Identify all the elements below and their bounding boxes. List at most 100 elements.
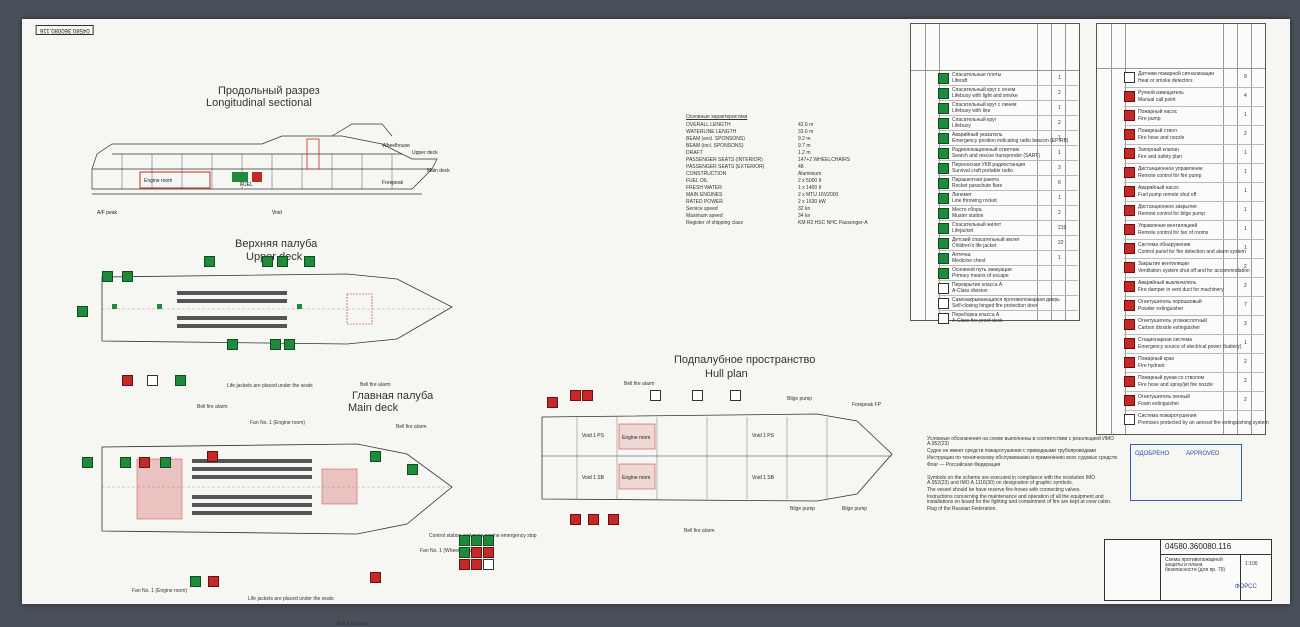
hull-bilge-pump-3: Bilge pump (842, 506, 868, 512)
hull-void-ps: Void 1 PS (582, 433, 605, 439)
note-ru-1: Условные обозначения на схеме выполнены … (927, 436, 1114, 447)
sart-icon (483, 535, 494, 546)
lifejacket-icon (262, 256, 273, 267)
hull-bilge-pump-1: Bilge pump (787, 396, 813, 402)
life-jackets-note-main: Life jackets are placed under the seats (248, 596, 334, 602)
hull-plan-title-ru: Подпалубное пространство (674, 354, 816, 366)
hull-plan-drawing: Void 1 PS Engine room Void 1 PS Void 1 S… (541, 413, 893, 502)
longitudinal-title-ru: Продольный разрез (218, 85, 320, 97)
muster-station-icon (284, 339, 295, 350)
lifejacket-icon (190, 576, 201, 587)
lifebuoy-icon (227, 339, 238, 350)
upper-deck-label: Upper deck (412, 150, 438, 156)
flare-icon (471, 547, 482, 558)
void-label: Void (272, 210, 282, 216)
hull-void-ps-2: Void 1 PS (752, 433, 775, 439)
hull-engine-room-ps: Engine room (622, 435, 650, 441)
note-ru-3: Инструкции по техническому обслуживанию … (927, 455, 1117, 461)
manual-call-point-icon (207, 451, 218, 462)
bell-fire-alarm-upper: Bell fire alarm (360, 382, 391, 388)
liferaft-icon (459, 535, 470, 546)
fire-alarm-icon (483, 559, 494, 570)
main-deck-drawing (101, 443, 453, 535)
liferaft-icon (102, 271, 113, 282)
fan-wheelhouse-label: Fan No. 1 (Wheelhouse) (420, 548, 475, 554)
hull-plan-title-en: Hull plan (705, 368, 748, 380)
fire-alarm-icon (570, 390, 581, 401)
note-en-4: Flag of the Russian Federation. (927, 506, 997, 512)
epirb-icon (471, 535, 482, 546)
title-block-number: 04580.360080.116 (1165, 542, 1232, 551)
wheelhouse-label: Wheelhouse (382, 143, 410, 149)
detector-icon (692, 390, 703, 401)
note-en-1: Symbols on the scheme are executed in co… (927, 475, 1096, 486)
fire-extinguisher-icon (570, 514, 581, 525)
fire-hose-icon (139, 457, 150, 468)
particulars-title: Основные характеристики (686, 114, 748, 120)
upper-deck-title-en: Upper deck (246, 251, 303, 263)
rocket-icon (483, 547, 494, 558)
title-block-title: Схема противопожарной защиты и плана без… (1165, 557, 1226, 573)
main-deck-title-ru: Главная палуба (352, 390, 434, 402)
muster-station-icon (304, 256, 315, 267)
fire-extinguisher-icon (547, 397, 558, 408)
fire-alarm-icon (147, 375, 158, 386)
title-block: 04580.360080.116 Схема противопожарной з… (1104, 539, 1272, 601)
muster-station-icon (160, 457, 171, 468)
lifejacket-icon (407, 464, 418, 475)
longitudinal-section-drawing: Engine room FUEL Wheelhouse Upper deck M… (91, 123, 450, 216)
hull-void-sb-2: Void 1 SB (752, 475, 775, 481)
forepeak-label: Forepeak (382, 180, 404, 186)
note-ru-4: Флаг — Российская Федерация (927, 462, 1001, 468)
engine-room-label: Engine room (144, 178, 172, 184)
manual-call-point-icon (608, 514, 619, 525)
fire-extinguisher-icon (122, 375, 133, 386)
afterpeak-label: A/F peak (97, 210, 118, 216)
fire-hose-icon (370, 572, 381, 583)
fire-extinguisher-icon (588, 514, 599, 525)
drawing-sheet: 04580.360080.116 Продольный разрез Longi… (22, 19, 1290, 627)
hull-engine-room-sb: Engine room (622, 475, 650, 481)
lifebuoy-icon (370, 451, 381, 462)
doc-number-tag: 04580.360080.116 (36, 25, 94, 35)
lifejacket-icon (175, 375, 186, 386)
lifejacket-icon (270, 339, 281, 350)
control-station-label: Control station and main engine emergenc… (429, 533, 537, 539)
fire-extinguisher-icon (471, 559, 482, 570)
note-en-2: The vessel should be have reserve fire-h… (927, 487, 1081, 493)
fan-engine-room-label-2: Fan No. 1 (Engine room) (132, 588, 188, 594)
bell-fire-alarm-main-2: Bell fire alarm (396, 424, 427, 430)
lifebuoy-icon (122, 271, 133, 282)
notes-block: Условные обозначения на схеме выполнены … (927, 437, 1117, 512)
title-block-company: ФОРСС (1235, 584, 1257, 590)
hull-forepeak: Forepeak FP (852, 402, 881, 408)
lifejacket-icon (120, 457, 131, 468)
detector-icon (730, 390, 741, 401)
fire-extinguisher-icon (459, 559, 470, 570)
upper-deck-drawing (101, 273, 453, 345)
liferaft-icon (77, 306, 88, 317)
note-ru-2: Судно не имеет средств пожаротушения с п… (927, 448, 1097, 454)
main-deck-label: Main deck (427, 168, 450, 174)
muster-station-icon (204, 256, 215, 267)
hull-bilge-pump-2: Bilge pump (790, 506, 816, 512)
radio-icon (459, 547, 470, 558)
approval-stamp: ОДОБРЕНО APPROVED (1130, 444, 1242, 501)
lifebuoy-icon (82, 457, 93, 468)
title-block-scale: 1:100 (1245, 561, 1258, 567)
hull-bell-fire-alarm: Bell fire alarm (624, 381, 655, 387)
fan-engine-room-label: Fan No. 1 (Engine room) (250, 420, 306, 426)
fuel-label: FUEL (240, 182, 253, 188)
bell-fire-alarm-bottom: Bell fire alarm (337, 621, 368, 627)
life-jackets-note-upper: Life jackets are placed under the seats (227, 383, 313, 389)
main-deck-title-en: Main deck (348, 402, 399, 414)
detector-icon (650, 390, 661, 401)
hull-bell-fire-alarm-2: Bell fire alarm (684, 528, 715, 534)
fire-alarm-icon (582, 390, 593, 401)
upper-deck-title-ru: Верхняя палуба (235, 238, 318, 250)
longitudinal-title-en: Longitudinal sectional (206, 97, 312, 109)
fire-extinguisher-icon (208, 576, 219, 587)
